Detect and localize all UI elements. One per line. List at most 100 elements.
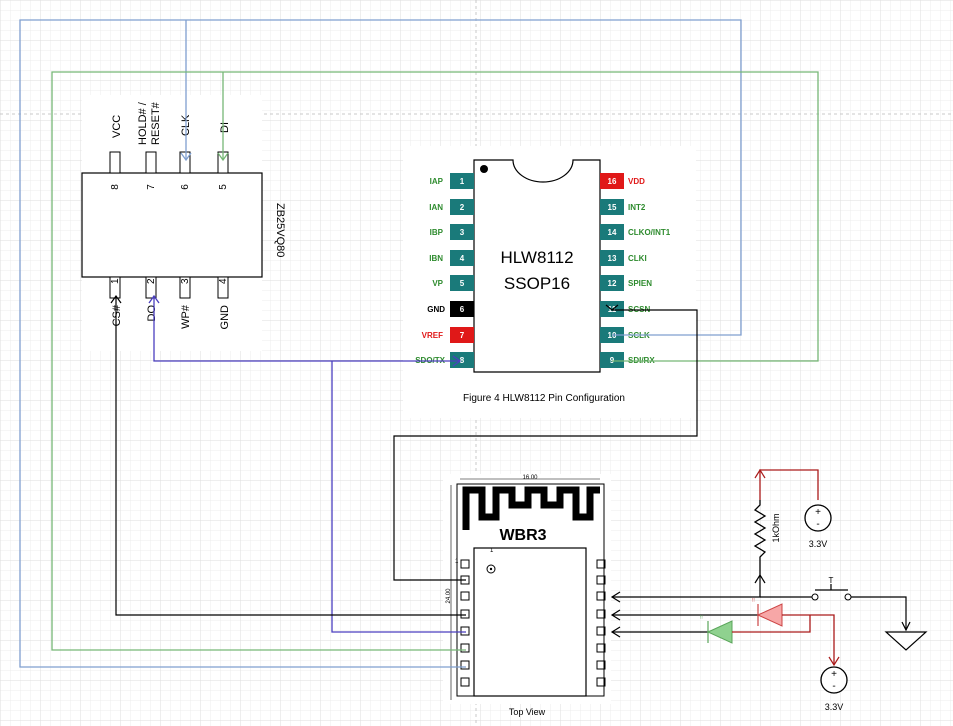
wire-di-to-sdi[interactable] bbox=[223, 71, 819, 362]
flash-chip[interactable]: 8 7 6 5 1 2 3 4 VCC HOLD# / RESET# CLK D… bbox=[81, 95, 286, 351]
hlw-pin-box-4 bbox=[450, 250, 474, 266]
hlw-pin-box-13 bbox=[600, 250, 624, 266]
wbr3-module[interactable]: 16.00 24.00 WBR3 1 1 Top View bbox=[443, 474, 611, 717]
wbr3-left-pad-1 bbox=[460, 559, 470, 569]
hlw-label-ibp: IBP bbox=[430, 228, 444, 237]
hlw-pin-box-16 bbox=[600, 173, 624, 189]
flash-pin-num-4: 4 bbox=[218, 278, 229, 284]
hlw-pin-num-4: 4 bbox=[460, 254, 465, 263]
wbr3-corner-num: 1 bbox=[490, 548, 494, 554]
wbr3-right-pad-4 bbox=[596, 609, 606, 619]
hlw-pin-box-1 bbox=[450, 173, 474, 189]
arrow-supply2 bbox=[828, 656, 840, 667]
source1-minus: - bbox=[816, 519, 819, 530]
wbr3-right-pad-3 bbox=[596, 591, 606, 601]
hlw-label-ibn: IBN bbox=[429, 254, 443, 263]
wire-red-led-supply[interactable] bbox=[782, 614, 835, 665]
wbr3-mark bbox=[486, 564, 496, 574]
arrow-ground bbox=[901, 621, 911, 632]
wbr3-left-pad-5 bbox=[460, 626, 470, 636]
flash-label-do: DO bbox=[146, 305, 158, 322]
wire-do-to-module[interactable] bbox=[331, 361, 466, 633]
supply1-label: 3.3V bbox=[809, 539, 828, 549]
wire-green-led-supply[interactable] bbox=[732, 615, 811, 633]
supply2-label: 3.3V bbox=[825, 702, 844, 712]
hlw-pin-num-14: 14 bbox=[608, 228, 617, 237]
voltage-source-1[interactable] bbox=[804, 504, 832, 532]
arrow-di bbox=[217, 152, 229, 162]
flash-label-gnd: GND bbox=[219, 305, 231, 330]
hlw-pin-num-1: 1 bbox=[460, 177, 465, 186]
hlw-chip-body bbox=[473, 159, 601, 373]
wbr3-left-pad-8 bbox=[460, 677, 470, 687]
hlw-pin-box-5 bbox=[450, 275, 474, 291]
wire-do-to-sdo[interactable] bbox=[153, 296, 460, 362]
green-led-mark: !! bbox=[700, 615, 703, 621]
wbr3-width-dim: 16.00 bbox=[522, 475, 538, 481]
voltage-source-2[interactable] bbox=[820, 666, 848, 694]
hlw-pin-num-16: 16 bbox=[608, 177, 617, 186]
arrow-module-pad4 bbox=[610, 609, 621, 621]
switch-label: T bbox=[829, 576, 834, 585]
hlw-pin-box-2 bbox=[450, 199, 474, 215]
resistor[interactable] bbox=[753, 500, 767, 575]
hlw-pin-box-3 bbox=[450, 224, 474, 240]
arrow-cs bbox=[110, 294, 122, 304]
hlw-caption: Figure 4 HLW8112 Pin Configuration bbox=[463, 393, 625, 404]
arrow-scsn bbox=[605, 304, 619, 311]
hlw-label-vdd: VDD bbox=[628, 177, 645, 186]
hlw-label-vref: VREF bbox=[422, 331, 443, 340]
flash-pin-num-3: 3 bbox=[180, 278, 191, 284]
hlw-label-vp: VP bbox=[432, 279, 443, 288]
wire-clk-to-module[interactable] bbox=[19, 19, 466, 668]
wbr3-right-pad-8 bbox=[596, 677, 606, 687]
wbr3-right-pad-6 bbox=[596, 643, 606, 653]
wire-to-ground[interactable] bbox=[851, 596, 907, 630]
supply-circuit: 1kOhm + - 3.3V T !! !! + - 3.3V bbox=[610, 468, 928, 712]
wire-supply1[interactable] bbox=[759, 469, 819, 500]
hlw-pin-num-6: 6 bbox=[460, 305, 465, 314]
wire-clk-to-sclk[interactable] bbox=[186, 19, 742, 336]
hlw-pin-box-7 bbox=[450, 327, 474, 343]
wbr3-left-pad-7 bbox=[460, 660, 470, 670]
arrow-sdo bbox=[452, 355, 462, 367]
hlw-pin1-dot bbox=[480, 165, 488, 173]
hlw8112-chip[interactable]: HLW8112 SSOP16 Figure 4 HLW8112 Pin Conf… bbox=[403, 146, 696, 418]
hlw-pin-box-9 bbox=[600, 352, 624, 368]
flash-pin-7 bbox=[145, 151, 157, 174]
hlw-pin-num-7: 7 bbox=[460, 331, 465, 340]
flash-pin-2 bbox=[145, 276, 157, 299]
hlw-chip-package: SSOP16 bbox=[504, 274, 570, 293]
arrow-do bbox=[148, 294, 160, 304]
flash-pin-num-2: 2 bbox=[146, 278, 157, 284]
source2-minus: - bbox=[832, 681, 835, 692]
flash-pin-num-8: 8 bbox=[110, 184, 121, 190]
wire-scsn-to-module[interactable] bbox=[393, 309, 698, 581]
flash-pin-8 bbox=[109, 151, 121, 174]
hlw-label-ian: IAN bbox=[429, 203, 443, 212]
wbr3-right-pad-7 bbox=[596, 660, 606, 670]
wire-di-to-module[interactable] bbox=[51, 71, 466, 651]
source2-plus: + bbox=[831, 669, 837, 680]
hlw-pin-box-14 bbox=[600, 224, 624, 240]
hlw-label-clko: CLKO/INT1 bbox=[628, 228, 671, 237]
hlw-pin-num-13: 13 bbox=[608, 254, 617, 263]
hlw-pin-num-3: 3 bbox=[460, 228, 465, 237]
red-led-mark: !! bbox=[752, 598, 755, 604]
hlw-pin-num-15: 15 bbox=[608, 203, 617, 212]
hlw-pin-box-15 bbox=[600, 199, 624, 215]
wbr3-antenna bbox=[462, 486, 600, 530]
flash-label-reset: RESET# bbox=[150, 101, 162, 145]
source1-plus: + bbox=[815, 507, 821, 518]
flash-pin-4 bbox=[217, 276, 229, 299]
hlw-label-spien: SPIEN bbox=[628, 279, 652, 288]
wbr3-right-pad-1 bbox=[596, 559, 606, 569]
flash-pin-3 bbox=[179, 276, 191, 299]
wbr3-mark-dot bbox=[489, 567, 493, 571]
ground-icon bbox=[884, 631, 928, 651]
wire-cs-to-module[interactable] bbox=[115, 296, 466, 616]
hlw-chip-name: HLW8112 bbox=[500, 248, 573, 267]
flash-label-cs: CS# bbox=[111, 304, 123, 326]
wbr3-left-pad-3 bbox=[460, 591, 470, 601]
